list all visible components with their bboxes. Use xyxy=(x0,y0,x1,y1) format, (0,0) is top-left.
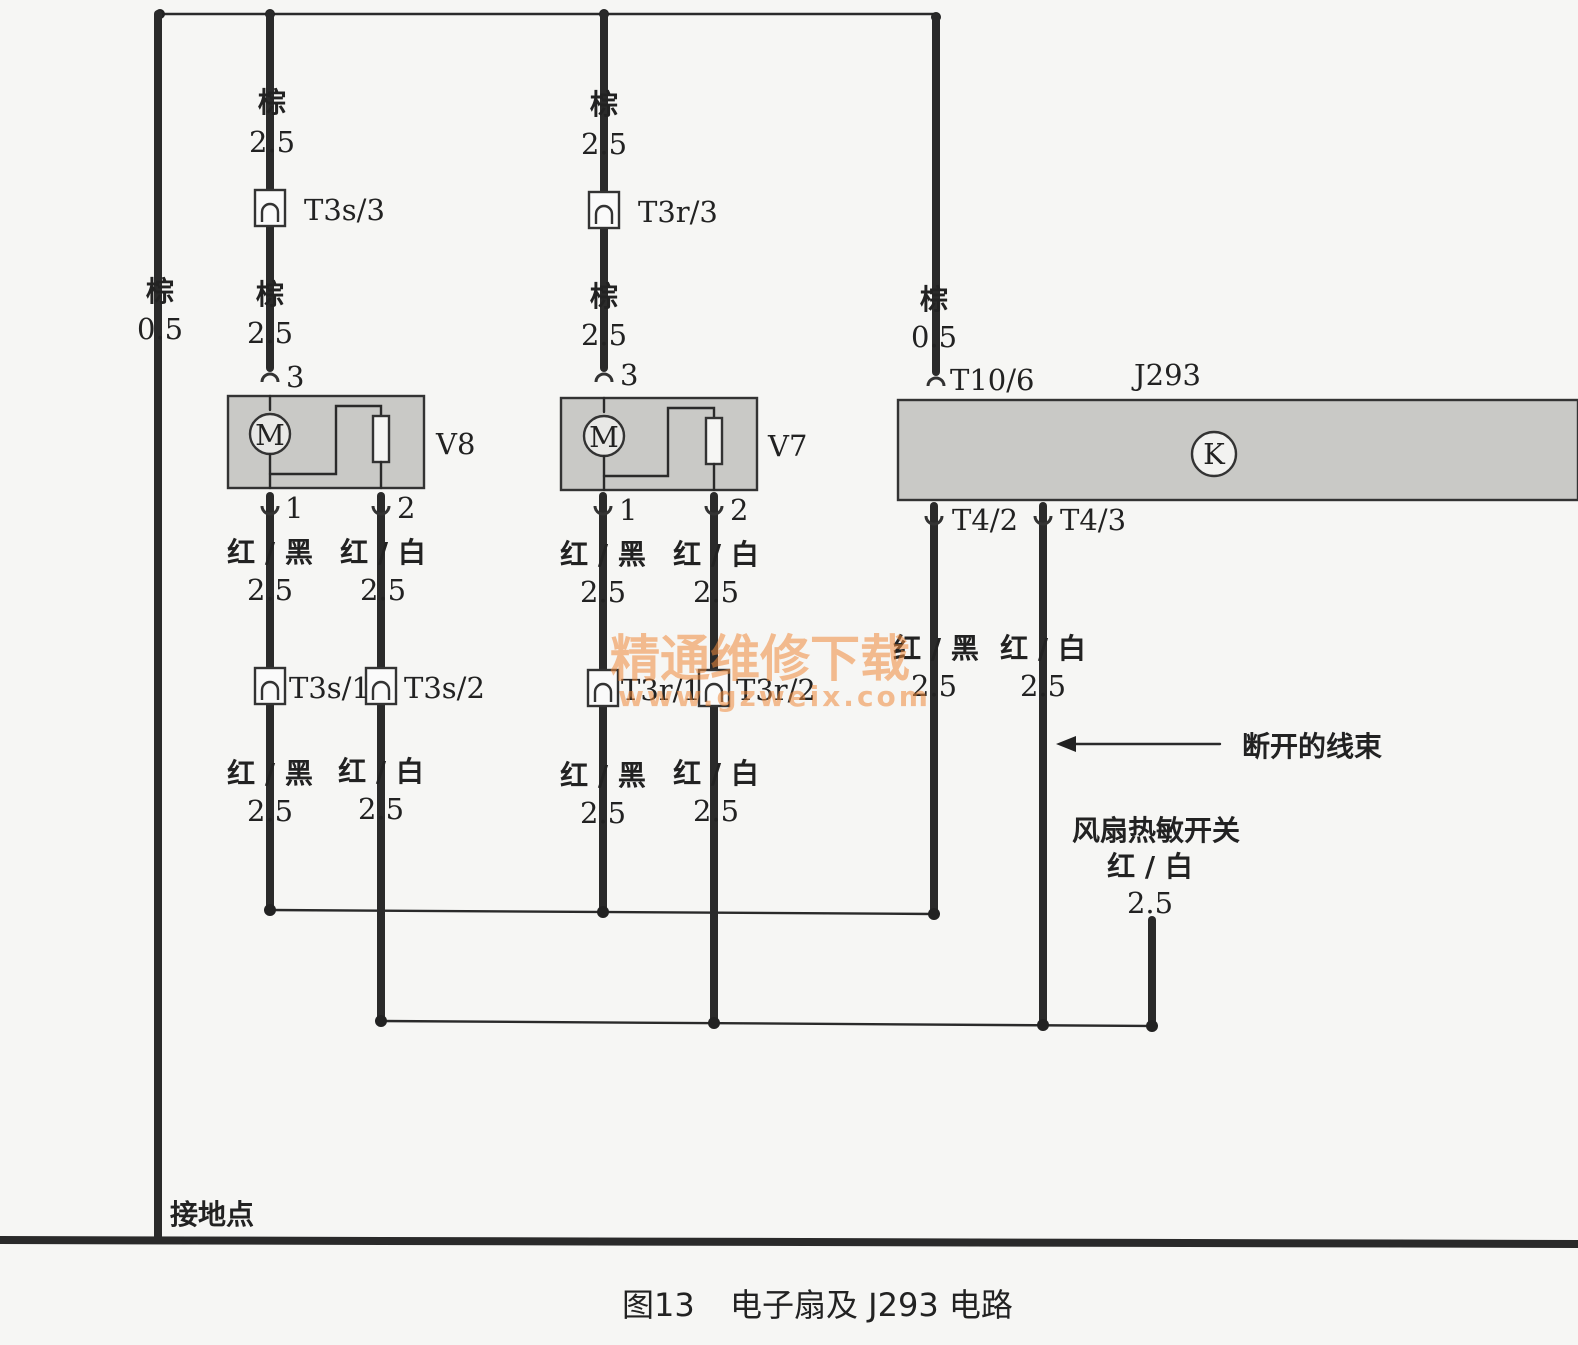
resistor-icon xyxy=(704,416,724,466)
wire-gauge-label: 2.5 xyxy=(581,318,627,352)
red-white-bus xyxy=(379,1019,1154,1028)
wire-gauge-label: 2.5 xyxy=(249,125,295,159)
connector-label: T3r/1 xyxy=(621,673,701,707)
motor-symbol: M xyxy=(589,420,619,454)
watermark-url: www.gzweix.com xyxy=(618,680,931,713)
component-label-j293: J293 xyxy=(1131,358,1201,392)
resistor-icon xyxy=(371,414,391,464)
wire-gauge-label: 2.5 xyxy=(1020,669,1066,703)
wire-color-label: 红 / 白 xyxy=(338,755,424,788)
watermark-text: 精通维修下载 xyxy=(610,630,910,688)
connector-t3s1-icon xyxy=(253,666,287,706)
arrow-head-icon xyxy=(1056,736,1076,752)
connector-t3r2-icon xyxy=(697,668,731,708)
wire-color-label: 红 / 白 xyxy=(1000,632,1086,665)
connector-label: T3s/1 xyxy=(289,671,370,705)
pin-label: 3 xyxy=(620,358,638,392)
wire-gauge-label: 2.5 xyxy=(580,796,626,830)
pin-label: 2 xyxy=(397,491,415,525)
wire-gauge-label: 2.5 xyxy=(693,575,739,609)
connector-label: T4/2 xyxy=(952,503,1018,537)
connector-t3r1-icon xyxy=(586,668,620,708)
junction-dot xyxy=(375,1015,387,1027)
wire-gauge-label: 2.5 xyxy=(1127,886,1173,920)
component-label-v8: V8 xyxy=(435,427,475,461)
wire-color-label: 棕 xyxy=(590,280,618,313)
junction-dot xyxy=(1037,1019,1049,1031)
wire-color-label: 红 / 白 xyxy=(340,536,426,569)
v8-fan-module: M xyxy=(226,394,426,490)
figure-number: 图13 xyxy=(622,1286,695,1324)
component-label-v7: V7 xyxy=(767,429,807,463)
fan-switch-label: 风扇热敏开关 xyxy=(1072,814,1240,847)
wire-gauge-label: 2.5 xyxy=(247,573,293,607)
connector-t3s3-icon xyxy=(253,188,287,228)
wire-gauge-label: 2.5 xyxy=(360,573,406,607)
figure-title: 电子扇及 J293 电路 xyxy=(730,1286,1013,1324)
wire-color-label: 红 / 白 xyxy=(1107,850,1193,883)
connector-label: T3s/3 xyxy=(304,193,385,227)
wire-color-label: 红 / 黑 xyxy=(560,538,646,571)
wire-gauge-label: 2.5 xyxy=(580,575,626,609)
relay-symbol: K xyxy=(1203,437,1226,471)
pin-label: 3 xyxy=(286,360,304,394)
junction-dot xyxy=(264,904,276,916)
v7-fan-module: M xyxy=(559,396,759,492)
connector-label: T3r/3 xyxy=(638,195,718,229)
junction-dot xyxy=(928,908,940,920)
wire-gauge-label: 0.5 xyxy=(137,312,183,346)
junction-dot xyxy=(1146,1020,1158,1032)
ground-point-label: 接地点 xyxy=(170,1198,254,1231)
wire-color-label: 棕 xyxy=(258,86,286,119)
wire-color-label: 棕 xyxy=(590,88,618,121)
wire-gauge-label: 2.5 xyxy=(247,794,293,828)
wire-color-label: 红 / 黑 xyxy=(560,759,646,792)
wire-gauge-label: 2.5 xyxy=(581,127,627,161)
wire-color-label: 棕 xyxy=(146,275,174,308)
connector-t3s2-icon xyxy=(364,666,398,706)
pin-terminal-icon xyxy=(260,372,1053,526)
wire-color-label: 棕 xyxy=(920,283,948,316)
wire-gauge-label: 0.5 xyxy=(911,320,957,354)
pin-label: 1 xyxy=(619,493,637,527)
wire-gauge-label: 2.5 xyxy=(247,316,293,350)
pin-label: 1 xyxy=(285,491,303,525)
wire-color-label: 红 / 黑 xyxy=(227,757,313,790)
junction-dot xyxy=(597,906,609,918)
wire-color-label: 红 / 黑 xyxy=(893,632,979,665)
wire-gauge-label: 2.5 xyxy=(358,792,404,826)
motor-symbol: M xyxy=(255,418,285,452)
ground-bar xyxy=(0,1236,1578,1248)
connector-label: T10/6 xyxy=(950,363,1034,397)
wire-color-label: 红 / 白 xyxy=(673,757,759,790)
wire-color-label: 红 / 白 xyxy=(673,538,759,571)
connector-label: T3s/2 xyxy=(404,671,485,705)
relay-icon xyxy=(1190,430,1238,478)
wire-color-label: 红 / 黑 xyxy=(227,536,313,569)
connector-label: T3r/2 xyxy=(736,673,816,707)
junction-dot xyxy=(708,1017,720,1029)
wire-color-label: 棕 xyxy=(256,278,284,311)
wire-gauge-label: 2.5 xyxy=(693,794,739,828)
j293-control-module: K xyxy=(896,398,1578,502)
broken-harness-label: 断开的线束 xyxy=(1242,730,1382,763)
pin-label: 2 xyxy=(730,493,748,527)
wire-gauge-label: 2.5 xyxy=(911,669,957,703)
connector-t3r3-icon xyxy=(587,190,621,230)
connector-label: T4/3 xyxy=(1060,503,1126,537)
